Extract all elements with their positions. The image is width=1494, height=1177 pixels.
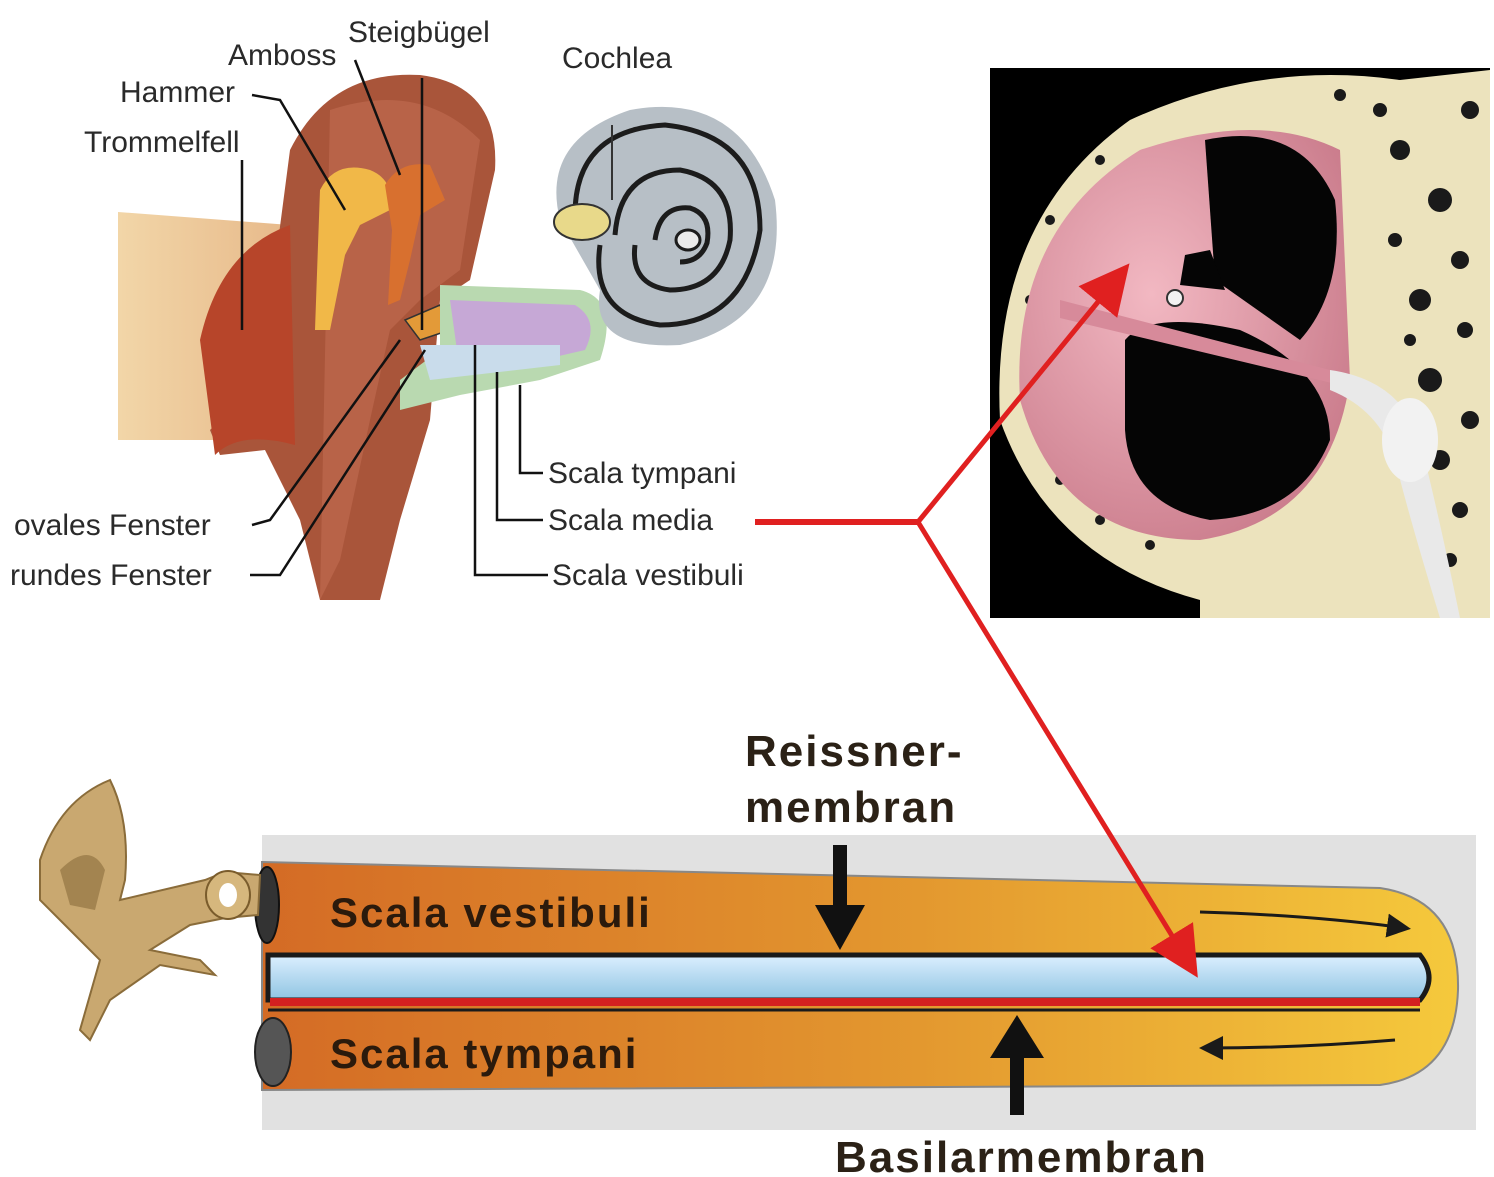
- label-scala-tympani-top: Scala tympani: [548, 457, 736, 490]
- label-hammer: Hammer: [120, 76, 235, 109]
- label-scala-vestibuli-top: Scala vestibuli: [552, 559, 744, 592]
- label-reissner-line1: Reissner-: [745, 727, 964, 776]
- label-amboss: Amboss: [228, 39, 336, 72]
- label-rundes-fenster: rundes Fenster: [10, 559, 212, 592]
- label-scala-tympani-tube: Scala tympani: [330, 1030, 638, 1077]
- label-cochlea: Cochlea: [562, 42, 672, 75]
- label-scala-media-top: Scala media: [548, 504, 713, 537]
- scala-media-channel: [268, 955, 1429, 1000]
- label-scala-vestibuli-tube: Scala vestibuli: [330, 889, 652, 936]
- basilar-membrane-line: [270, 998, 1420, 1006]
- label-ovales-fenster: ovales Fenster: [14, 509, 211, 542]
- label-reissner-line2: membran: [745, 783, 957, 832]
- label-basilarmembran: Basilarmembran: [835, 1133, 1208, 1177]
- round-window: [255, 1018, 291, 1086]
- unrolled-cochlea-diagram: [255, 835, 1476, 1130]
- label-steigbuegel: Steigbügel: [348, 16, 490, 49]
- label-trommelfell: Trommelfell: [84, 126, 240, 159]
- stapes-illustration: [40, 780, 260, 1040]
